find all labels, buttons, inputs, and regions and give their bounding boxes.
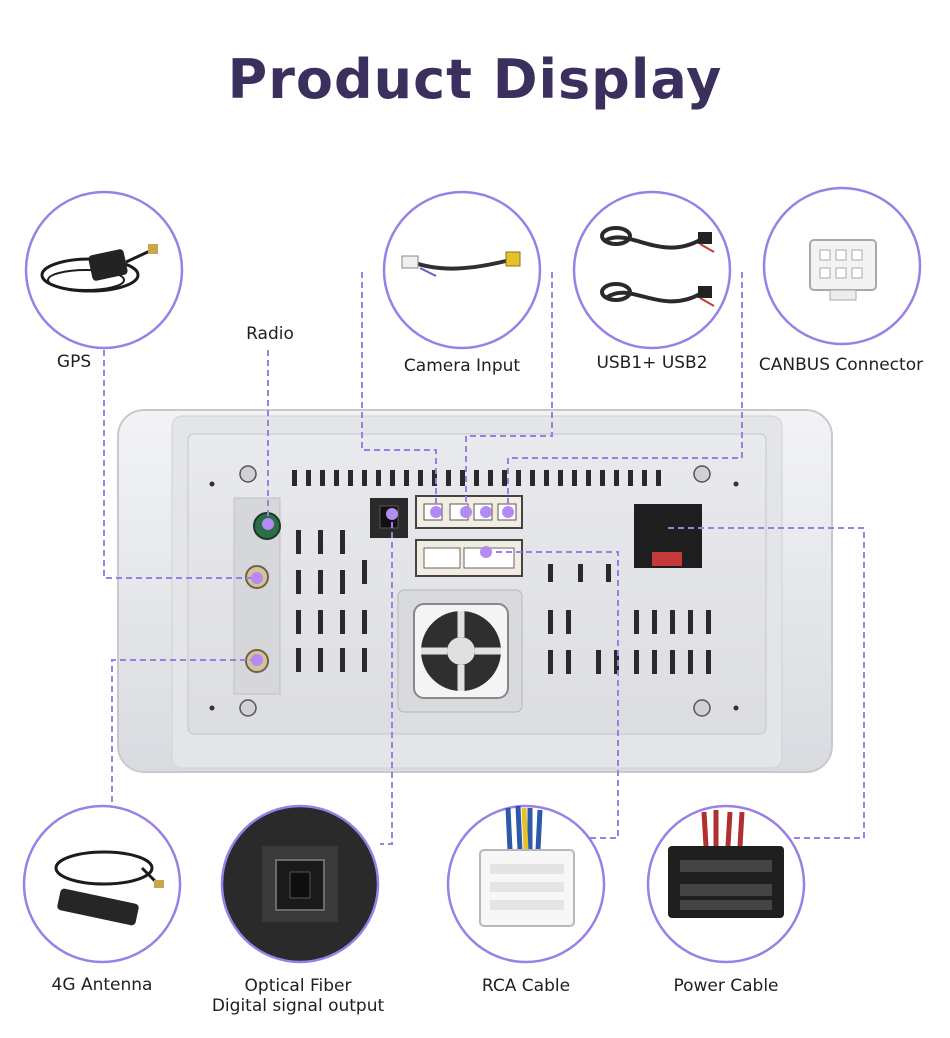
leader-lines: [103, 272, 865, 845]
heatsink-fins-left: [296, 530, 367, 672]
label-camera-input: Camera Input: [403, 356, 521, 376]
label-usb: USB1+ USB2: [596, 353, 708, 373]
power-cable-accessory: [646, 804, 806, 964]
heatsink-fins-right: [548, 564, 711, 674]
label-optical-line1: Optical Fiber: [244, 976, 352, 996]
head-unit-back-panel: [117, 409, 833, 773]
optical-port-icon: [262, 846, 338, 922]
antenna-icon: [54, 850, 164, 926]
power-cable-icon: [668, 810, 784, 918]
usb-accessory: [572, 190, 732, 350]
label-rca-cable: RCA Cable: [481, 976, 571, 996]
screws: [239, 465, 711, 717]
page-title: Product Display: [227, 48, 723, 111]
label-optical-line2: Digital signal output: [211, 996, 385, 1016]
canbus-connector-icon: [809, 239, 877, 301]
gps-accessory: [24, 190, 184, 350]
label-radio: Radio: [246, 324, 294, 344]
antenna-4g-accessory: [22, 804, 182, 964]
camera-cable-icon: [401, 251, 521, 277]
label-4g-antenna: 4G Antenna: [51, 975, 153, 995]
rca-cable-icon: [479, 805, 575, 927]
gps-icon: [40, 244, 158, 293]
optical-fiber-accessory: [220, 804, 380, 964]
label-canbus: CANBUS Connector: [758, 355, 924, 375]
rca-accessory: [446, 804, 606, 964]
usb-cable-icon: [600, 226, 715, 307]
port-markers: [251, 506, 514, 666]
cooling-fan: [397, 589, 523, 713]
vent-slots: [292, 470, 661, 486]
canbus-accessory: [762, 186, 922, 346]
label-gps: GPS: [56, 352, 92, 372]
camera-input-accessory: [382, 190, 542, 350]
label-power-cable: Power Cable: [673, 976, 779, 996]
